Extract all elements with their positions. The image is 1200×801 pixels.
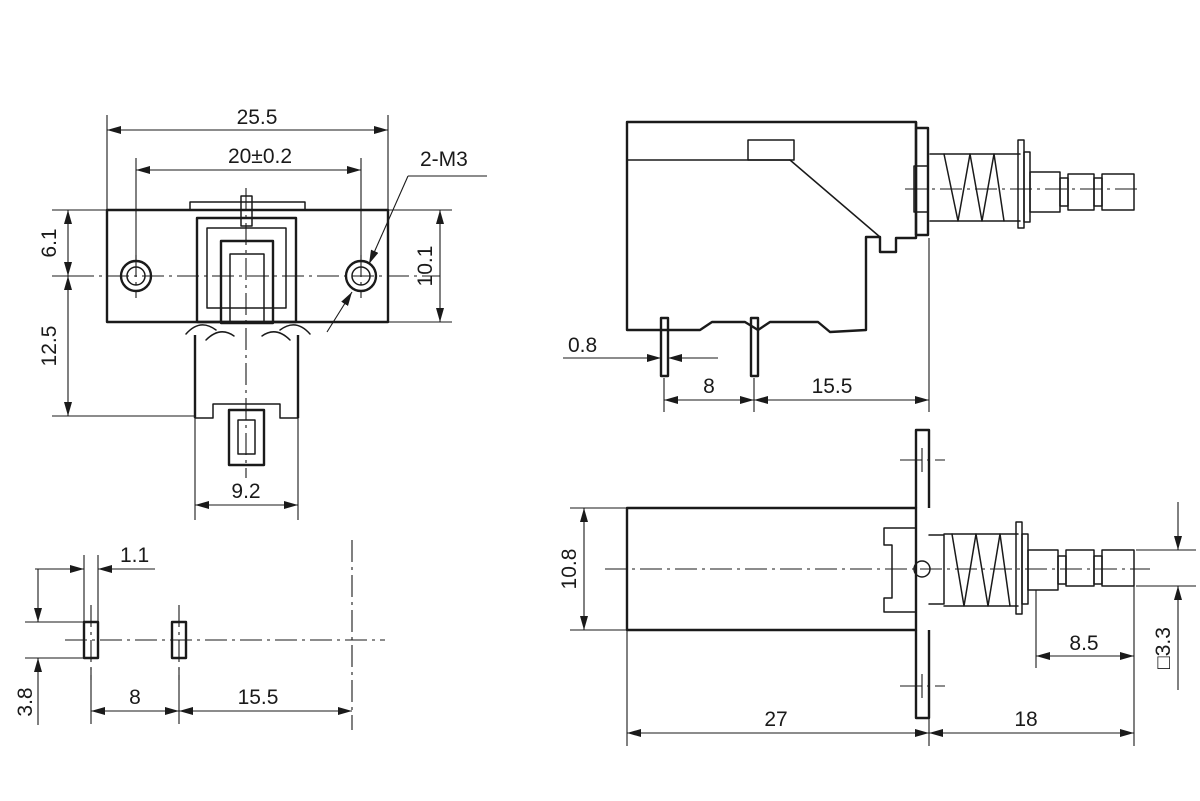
bottom-shaft-2 [1057, 555, 1067, 585]
dim-front-overall-width: 25.5 [237, 106, 278, 129]
front-top-lip [189, 201, 306, 211]
dim-pin-width: 1.1 [120, 544, 149, 567]
dim-side-pin-to-front: 15.5 [812, 375, 853, 398]
hole-leader-lower [326, 291, 353, 333]
side-pin-1 [659, 316, 670, 378]
bottom-bracket-top [914, 428, 931, 508]
dim-bottom-shaft-square: □3.3 [1152, 627, 1175, 669]
dim-pin-pitch: 8 [129, 686, 141, 709]
dim-bottom-shaft-tip: 8.5 [1069, 632, 1098, 655]
side-view: 0.8 8 15.5 [563, 120, 1140, 412]
side-body-slope [789, 159, 881, 238]
side-shaft-4 [1093, 177, 1103, 207]
dim-bottom-body-length: 27 [764, 708, 787, 731]
bottom-shaft-3 [1065, 549, 1095, 587]
pin-layout-view: 1.1 3.8 8 15.5 [14, 540, 385, 730]
dim-bottom-body-height: 10.8 [558, 549, 581, 590]
side-body [625, 120, 918, 334]
side-shaft-2 [1059, 177, 1069, 207]
side-collar [1023, 151, 1031, 223]
front-view: 25.5 20±0.2 2-M3 6.1 12.5 10.1 9.2 [38, 106, 487, 520]
bottom-body [625, 506, 918, 632]
dim-side-pin-pitch: 8 [703, 375, 715, 398]
dim-bottom-shaft-length: 18 [1014, 708, 1037, 731]
dim-front-stem-width: 9.2 [231, 480, 260, 503]
bottom-actuator-housing [883, 527, 917, 613]
dim-pin-length: 3.8 [14, 687, 37, 716]
bottom-spring [951, 533, 1011, 607]
front-clip-left [185, 324, 235, 341]
dim-front-hole-label: 2-M3 [420, 148, 468, 171]
side-frame [914, 122, 930, 237]
side-shaft-1 [1029, 171, 1061, 213]
side-washer [1017, 139, 1025, 229]
bottom-bracket-bottom [914, 630, 931, 720]
dim-front-flange-height: 10.1 [414, 246, 437, 287]
dim-front-top-to-hole: 6.1 [38, 228, 61, 257]
dim-pin-to-ref: 15.5 [238, 686, 279, 709]
bottom-washer [1015, 521, 1023, 615]
side-pin-2 [749, 316, 760, 378]
side-shaft-tip [1101, 173, 1135, 211]
bottom-shaft-1 [1027, 549, 1059, 591]
bottom-view: 10.8 27 18 8.5 □3.3 [558, 428, 1196, 746]
bottom-shaft-tip [1101, 549, 1135, 587]
front-clip-right [261, 324, 311, 341]
bottom-actuator-block [928, 534, 945, 605]
front-flange [105, 208, 390, 324]
side-shaft-3 [1067, 173, 1095, 211]
dim-front-hole-to-bottom: 12.5 [38, 326, 61, 367]
dim-side-pin-thickness: 0.8 [568, 334, 597, 357]
front-plunger-inner [229, 253, 265, 324]
side-spring [943, 153, 1005, 222]
dim-front-hole-spacing: 20±0.2 [228, 145, 292, 168]
bottom-shaft-4 [1093, 555, 1103, 585]
hole-leader-upper [368, 175, 409, 265]
side-latch [747, 139, 795, 161]
